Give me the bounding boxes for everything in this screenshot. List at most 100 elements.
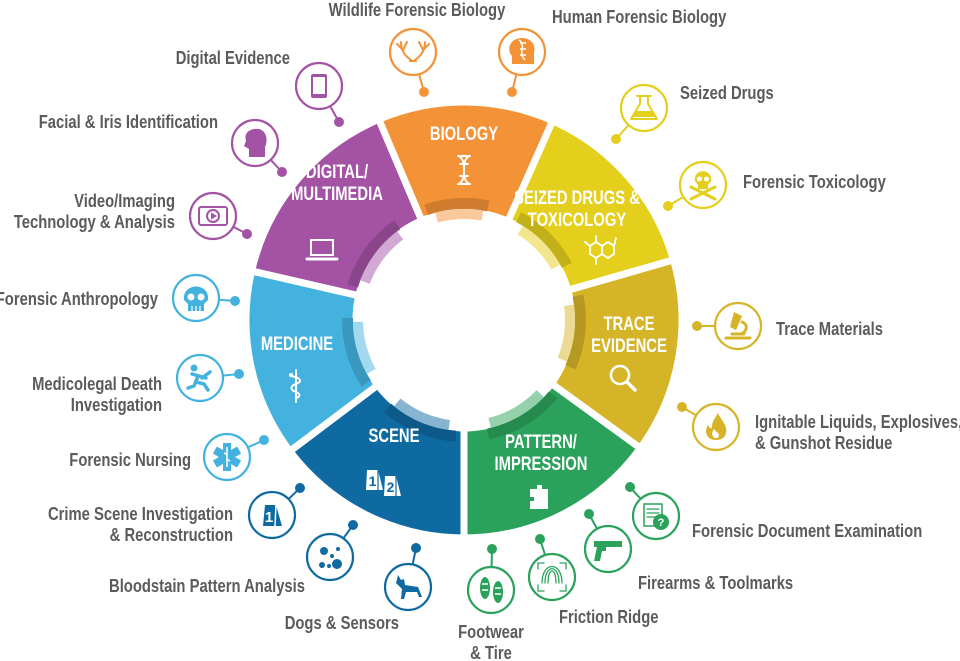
segment-pattern-label: PATTERN/ [505, 431, 577, 452]
discipline-node[interactable]: Human Forensic Biology [497, 6, 727, 97]
discipline-label: & Tire [470, 642, 512, 661]
dog-icon [396, 575, 422, 599]
connector-dot [611, 134, 621, 144]
discipline-node[interactable]: Forensic Nursing [69, 432, 269, 482]
discipline-node[interactable]: Facial & Iris Identification [39, 111, 287, 177]
discipline-node[interactable]: Firearms & Toolmarks [583, 509, 793, 593]
segment-medicine-label: MEDICINE [261, 333, 333, 354]
discipline-label: Forensic Toxicology [743, 171, 886, 192]
puzzle-icon [530, 485, 548, 509]
discipline-label: Footwear [458, 621, 524, 642]
discipline-label: Seized Drugs [680, 82, 774, 103]
discipline-label: Friction Ridge [559, 606, 658, 627]
discipline-node[interactable]: Ignitable Liquids, Explosives,& Gunshot … [677, 402, 960, 453]
segment-seized-inner-highlight [517, 225, 561, 270]
discipline-node[interactable]: Friction Ridge [527, 534, 658, 627]
segment-pattern-inner-highlight [488, 390, 544, 428]
discipline-label: Video/Imaging [74, 190, 175, 211]
discipline-label: Digital Evidence [176, 47, 290, 68]
segment-seized-label: SEIZED DRUGS & [514, 187, 640, 208]
pistol-icon [594, 541, 622, 561]
icon-ring [305, 532, 355, 582]
discipline-label: Firearms & Toolmarks [638, 572, 793, 593]
connector-dot [234, 369, 244, 379]
connector-dot [259, 435, 269, 445]
discipline-label: Facial & Iris Identification [39, 111, 218, 132]
discipline-label: Wildlife Forensic Biology [329, 0, 506, 20]
document-icon: ? [643, 503, 669, 530]
footprints-icon [480, 577, 503, 603]
segment-trace-label: TRACE [604, 313, 655, 334]
dna-icon [457, 155, 471, 185]
icon-ring [583, 524, 633, 574]
segment-medicine-inner-band [342, 317, 371, 387]
discipline-label: Forensic Document Examination [692, 520, 922, 541]
segment-trace-inner-highlight [557, 304, 576, 362]
icon-ring [713, 301, 763, 351]
discipline-label: & Gunshot Residue [755, 432, 892, 453]
evidence-marker-icon: 1 [263, 504, 282, 527]
segment-digital-inner-band [347, 220, 401, 288]
skull-icon [183, 286, 209, 311]
segment-digital-label: DIGITAL/ [306, 161, 368, 182]
skull-crossbones-icon [689, 171, 717, 201]
discipline-node[interactable]: Forensic Toxicology [663, 160, 886, 211]
segment-seized[interactable]: SEIZED DRUGS &TOXICOLOGY [503, 116, 678, 295]
fingerprint-icon [537, 562, 567, 592]
tablet-icon [311, 74, 327, 98]
connector-dot [692, 321, 702, 331]
segment-trace-inner-band [565, 294, 586, 370]
running-figure-icon [186, 364, 212, 392]
flask-icon [630, 95, 658, 120]
discipline-label: Crime Scene Investigation [48, 503, 233, 524]
segment-medicine[interactable]: MEDICINE [242, 266, 383, 457]
discipline-node[interactable]: ? Forensic Document Examination [625, 482, 922, 541]
segment-trace-label: EVIDENCE [591, 335, 667, 356]
segment-biology-inner-highlight [435, 209, 484, 223]
icon-ring [527, 552, 577, 602]
discipline-node[interactable]: Seized Drugs [611, 82, 774, 144]
connector-dot [411, 543, 421, 553]
connector-dot [295, 483, 305, 493]
discipline-label: Human Forensic Biology [552, 6, 727, 27]
segment-digital[interactable]: DIGITAL/MULTIMEDIA [247, 114, 427, 300]
segment-pattern-label: IMPRESSION [495, 453, 588, 474]
discipline-node[interactable]: Wildlife Forensic Biology [329, 0, 506, 97]
segment-biology-label: BIOLOGY [430, 123, 499, 144]
segment-digital-label: MULTIMEDIA [291, 183, 383, 204]
svg-text:2: 2 [387, 479, 395, 495]
connector-dot [535, 534, 545, 544]
icon-ring [619, 83, 669, 133]
discipline-label: Medicolegal Death [32, 373, 162, 394]
discipline-node[interactable]: Trace Materials [692, 301, 883, 351]
connector-dot [507, 87, 517, 97]
discipline-label: Bloodstain Pattern Analysis [109, 575, 305, 596]
svg-text:?: ? [658, 517, 665, 529]
segment-scene-inner-band [383, 403, 457, 442]
segment-scene-inner-highlight [394, 398, 450, 430]
discipline-node[interactable]: Forensic Anthropology [0, 273, 240, 323]
discipline-node[interactable]: Dogs & Sensors [285, 543, 433, 633]
connector-dot [230, 296, 240, 306]
segment-pattern[interactable]: PATTERN/IMPRESSION [460, 378, 646, 542]
discipline-node[interactable]: Footwear& Tire [458, 544, 524, 661]
discipline-label: Investigation [71, 394, 162, 415]
svg-text:1: 1 [265, 509, 273, 526]
connector-dot [487, 544, 497, 554]
star-of-life-icon [212, 443, 242, 471]
icon-ring [466, 565, 516, 615]
connector-dot [663, 201, 673, 211]
discipline-node[interactable]: Digital Evidence [176, 47, 344, 127]
connector-dot [242, 229, 252, 239]
discipline-label: Ignitable Liquids, Explosives, [755, 411, 960, 432]
discipline-node[interactable]: Bloodstain Pattern Analysis [109, 520, 358, 596]
